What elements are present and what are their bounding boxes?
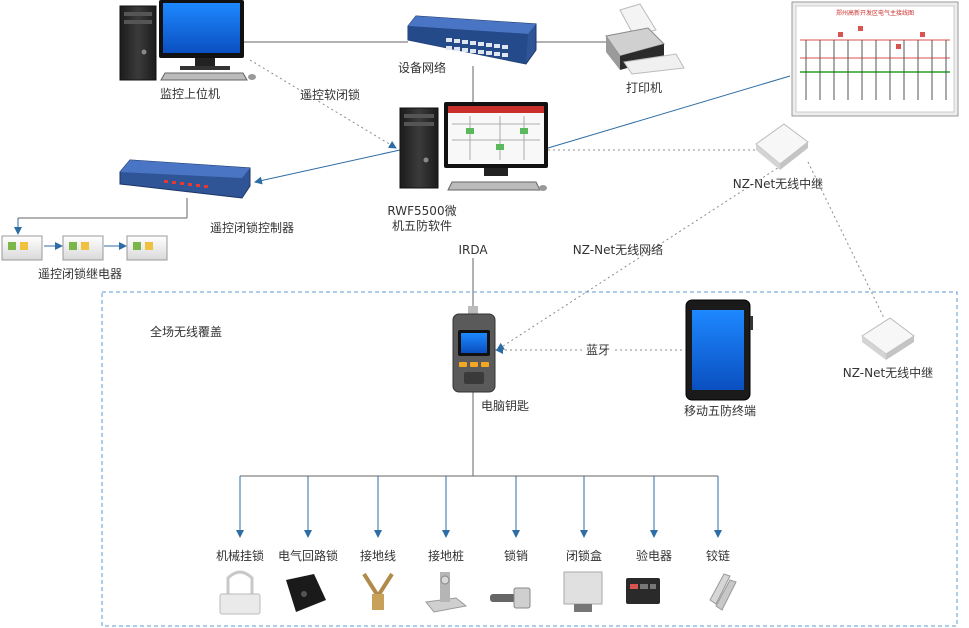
network-label: 设备网络 [397, 61, 447, 75]
coverage-label: 全场无线覆盖 [149, 325, 223, 339]
software-label-line2: 机五防软件 [391, 219, 453, 233]
padlock-icon [219, 570, 261, 615]
printer-label: 打印机 [625, 81, 663, 95]
printer-icon [605, 3, 685, 75]
lock-box-icon [563, 571, 603, 612]
wireless-repeater-icon [755, 123, 809, 170]
electroscope-icon [626, 578, 660, 604]
device-label-6: 验电器 [635, 549, 673, 563]
wireless-network-label: NZ-Net无线网络 [572, 243, 664, 257]
rwf5500-workstation-icon [399, 102, 548, 191]
coverage-area-box [101, 291, 958, 627]
monitor-pc-label: 监控上位机 [159, 87, 221, 101]
lock-pin-icon [490, 587, 531, 609]
lock-controller-icon [119, 159, 251, 199]
device-label-3: 接地桩 [427, 549, 465, 563]
monitor-pc-icon [119, 0, 256, 81]
repeater-right-label: NZ-Net无线中继 [842, 366, 934, 380]
connection-lines [14, 41, 885, 538]
wireless-repeater-icon [861, 317, 915, 360]
software-label-line1: RWF5500微 [387, 204, 457, 218]
repeater-top-label: NZ-Net无线中继 [732, 177, 824, 191]
computer-key-label: 电脑钥匙 [480, 399, 530, 413]
bluetooth-label: 蓝牙 [581, 342, 615, 358]
mobile-terminal-icon [685, 299, 753, 401]
device-label-0: 机械挂锁 [215, 549, 265, 563]
device-label-2: 接地线 [359, 549, 397, 563]
mobile-terminal-label: 移动五防终端 [683, 404, 757, 418]
hinge-icon [709, 573, 737, 611]
device-label-5: 闭锁盒 [565, 549, 603, 563]
relay-label: 遥控闭锁继电器 [37, 267, 123, 281]
device-label-7: 铰链 [705, 549, 731, 563]
device-label-4: 锁销 [503, 549, 529, 563]
controller-label: 遥控闭锁控制器 [209, 221, 295, 235]
wiring-diagram-screen [791, 1, 959, 117]
screen-title: 郑州高新开发区电气主接线图 [836, 9, 914, 17]
ground-post-icon [425, 572, 468, 613]
relay-module-icon [1, 235, 43, 261]
relay-module-icon [126, 235, 168, 261]
network-switch-icon [407, 15, 537, 65]
irda-label: IRDA [456, 242, 490, 258]
ground-wire-icon [362, 572, 394, 610]
computer-key-icon [452, 306, 496, 393]
circuit-lock-icon [286, 574, 326, 612]
relay-module-icon [62, 235, 104, 261]
remote-soft-lock-label: 遥控软闭锁 [299, 88, 361, 102]
device-label-1: 电气回路锁 [277, 549, 339, 563]
